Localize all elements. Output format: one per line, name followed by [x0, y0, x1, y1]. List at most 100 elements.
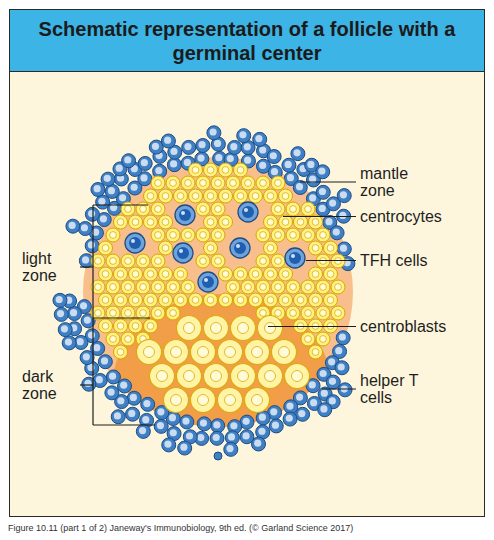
cell-nucleus — [226, 445, 233, 452]
centroblast — [245, 340, 270, 365]
cell-body — [159, 215, 173, 229]
cell-body — [318, 403, 332, 417]
cell-body — [173, 243, 193, 263]
cell-body — [316, 185, 330, 199]
b-cell — [85, 207, 99, 221]
cell-nucleus — [275, 180, 282, 187]
cell-body — [106, 254, 120, 268]
cell-nucleus — [179, 209, 191, 221]
cell-nucleus — [267, 219, 274, 226]
cell-nucleus — [95, 310, 102, 317]
cell-nucleus — [162, 219, 169, 226]
cell-body — [189, 163, 203, 177]
cell-body — [67, 307, 81, 321]
cell-nucleus — [84, 380, 91, 387]
cell-nucleus — [215, 258, 222, 265]
centrocyte — [249, 189, 263, 203]
cell-nucleus — [155, 167, 162, 174]
cell-nucleus — [318, 167, 325, 174]
centrocyte — [166, 228, 180, 242]
cell-body — [178, 441, 192, 455]
centrocyte — [271, 228, 285, 242]
cell-body — [219, 215, 233, 229]
cell-nucleus — [170, 232, 177, 239]
centrocyte — [324, 267, 338, 281]
cell-nucleus — [267, 297, 274, 304]
cell-body — [204, 215, 218, 229]
cell-body — [285, 364, 310, 389]
centrocyte — [301, 332, 315, 346]
tfh-cell — [230, 238, 250, 258]
cell-nucleus — [260, 258, 267, 265]
cell-body — [336, 331, 350, 345]
centrocyte — [331, 306, 345, 320]
cell-body — [296, 407, 310, 421]
b-cell — [296, 407, 310, 421]
cell-nucleus — [200, 258, 207, 265]
cell-nucleus — [320, 370, 327, 377]
centroblast — [164, 388, 189, 413]
centrocyte — [121, 254, 135, 268]
cell-nucleus — [140, 174, 147, 181]
cell-body — [166, 306, 180, 320]
centrocyte — [181, 228, 195, 242]
centrocyte — [316, 228, 330, 242]
cell-body — [137, 340, 162, 365]
cell-body — [230, 238, 250, 258]
cell-nucleus — [297, 219, 304, 226]
leader-line — [283, 216, 356, 217]
cell-nucleus — [215, 154, 222, 161]
cell-nucleus — [338, 363, 345, 370]
cell-body — [271, 254, 285, 268]
cell-body — [241, 280, 255, 294]
cell-nucleus — [140, 258, 147, 265]
cell-body — [204, 364, 229, 389]
cell-body — [316, 280, 330, 294]
cell-nucleus — [325, 218, 332, 225]
centrocyte — [294, 293, 308, 307]
cell-nucleus — [287, 174, 294, 181]
cell-layer — [53, 126, 355, 460]
cell-nucleus — [184, 371, 195, 382]
centrocyte — [219, 163, 233, 177]
centrocyte — [316, 280, 330, 294]
light-zone-area — [83, 157, 353, 427]
cell-body — [256, 228, 270, 242]
cell-body — [331, 280, 345, 294]
cell-nucleus — [239, 131, 246, 138]
centrocyte — [279, 267, 293, 281]
centrocyte — [264, 215, 278, 229]
cell-body — [264, 215, 278, 229]
cell-nucleus — [282, 271, 289, 278]
b-cell-group — [53, 126, 355, 457]
cell-nucleus — [265, 323, 276, 334]
cell-nucleus — [132, 297, 139, 304]
cell-nucleus — [258, 428, 265, 435]
cell-nucleus — [275, 258, 282, 265]
cell-body — [167, 158, 181, 172]
cell-body — [136, 424, 150, 438]
cell-nucleus — [234, 242, 246, 254]
cell-body — [106, 332, 120, 346]
cell-body — [231, 316, 256, 341]
cell-nucleus — [57, 310, 64, 317]
cell-nucleus — [296, 183, 303, 190]
centrocyte — [279, 293, 293, 307]
centrocyte — [204, 241, 218, 255]
cell-nucleus — [102, 297, 109, 304]
centrocyte — [121, 202, 135, 216]
leader-line — [322, 388, 356, 389]
title-band: Schematic representation of a follicle w… — [10, 10, 484, 72]
centrocyte — [166, 280, 180, 294]
cell-body — [286, 280, 300, 294]
centrocyte — [114, 293, 128, 307]
tfh-cell — [125, 233, 145, 253]
leader-line — [80, 266, 93, 267]
cell-nucleus — [110, 310, 117, 317]
cell-nucleus — [238, 323, 249, 334]
cell-body — [114, 345, 128, 359]
cell-body — [249, 189, 263, 203]
b-cell — [127, 391, 141, 405]
centrocyte — [264, 293, 278, 307]
cell-nucleus — [177, 247, 189, 259]
